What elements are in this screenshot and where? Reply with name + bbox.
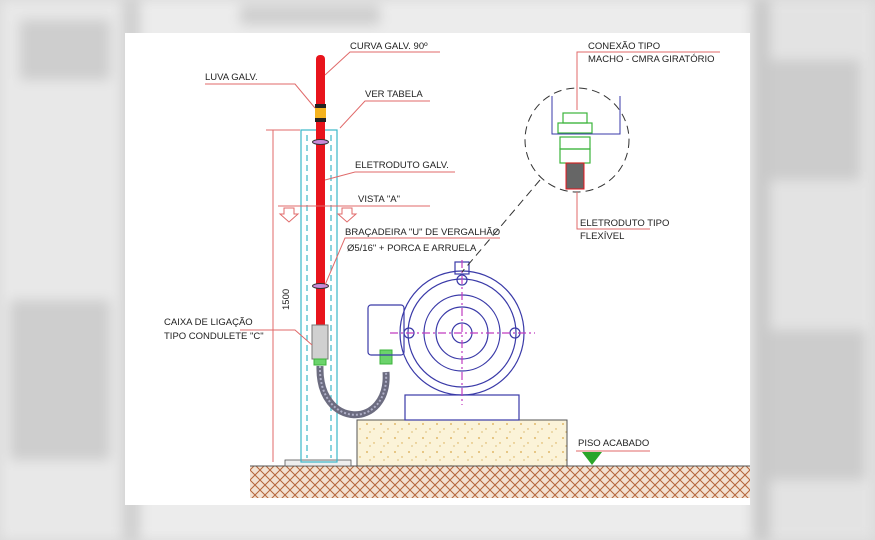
label-curva: CURVA GALV. 90º: [350, 41, 428, 52]
post-footing: [284, 459, 352, 467]
label-flex-2: FLEXÍVEL: [580, 231, 624, 242]
condulete-box: [311, 324, 329, 360]
label-caixa-1: CAIXA DE LIGAÇÃO: [164, 317, 253, 328]
flexible-conduit: [316, 365, 390, 419]
label-bracadeira-1: BRAÇADEIRA "U" DE VERGALHÃO: [345, 227, 500, 238]
u-clamp-icon: [312, 139, 329, 145]
electric-motor: [367, 260, 535, 421]
coupling-icon: [315, 108, 326, 118]
swivel-fitting: [557, 112, 593, 164]
label-flex-1: ELETRODUTO TIPO: [580, 218, 669, 229]
galvanized-conduit: [316, 55, 325, 330]
label-ver-tabela: VER TABELA: [365, 89, 423, 100]
leader-lines: [205, 51, 720, 452]
dimension-label: 1500: [281, 289, 292, 310]
label-eletroduto-galv: ELETRODUTO GALV.: [355, 160, 449, 171]
label-piso: PISO ACABADO: [578, 438, 649, 449]
label-luva: LUVA GALV.: [205, 72, 258, 83]
u-clamp-icon: [312, 283, 329, 289]
floor-level-marker: [582, 452, 602, 465]
label-caixa-2: TIPO CONDULETE "C": [164, 331, 264, 342]
dimension-1500: [266, 129, 300, 462]
label-conexao-1: CONEXÃO TIPO: [588, 41, 660, 52]
label-conexao-2: MACHO - CMRA GIRATÓRIO: [588, 54, 715, 65]
label-bracadeira-2: Ø5/16" + PORCA E ARRUELA: [347, 243, 477, 254]
concrete-base: [356, 419, 568, 467]
label-vista: VISTA "A": [358, 194, 400, 205]
ground-hatch: [250, 466, 750, 498]
